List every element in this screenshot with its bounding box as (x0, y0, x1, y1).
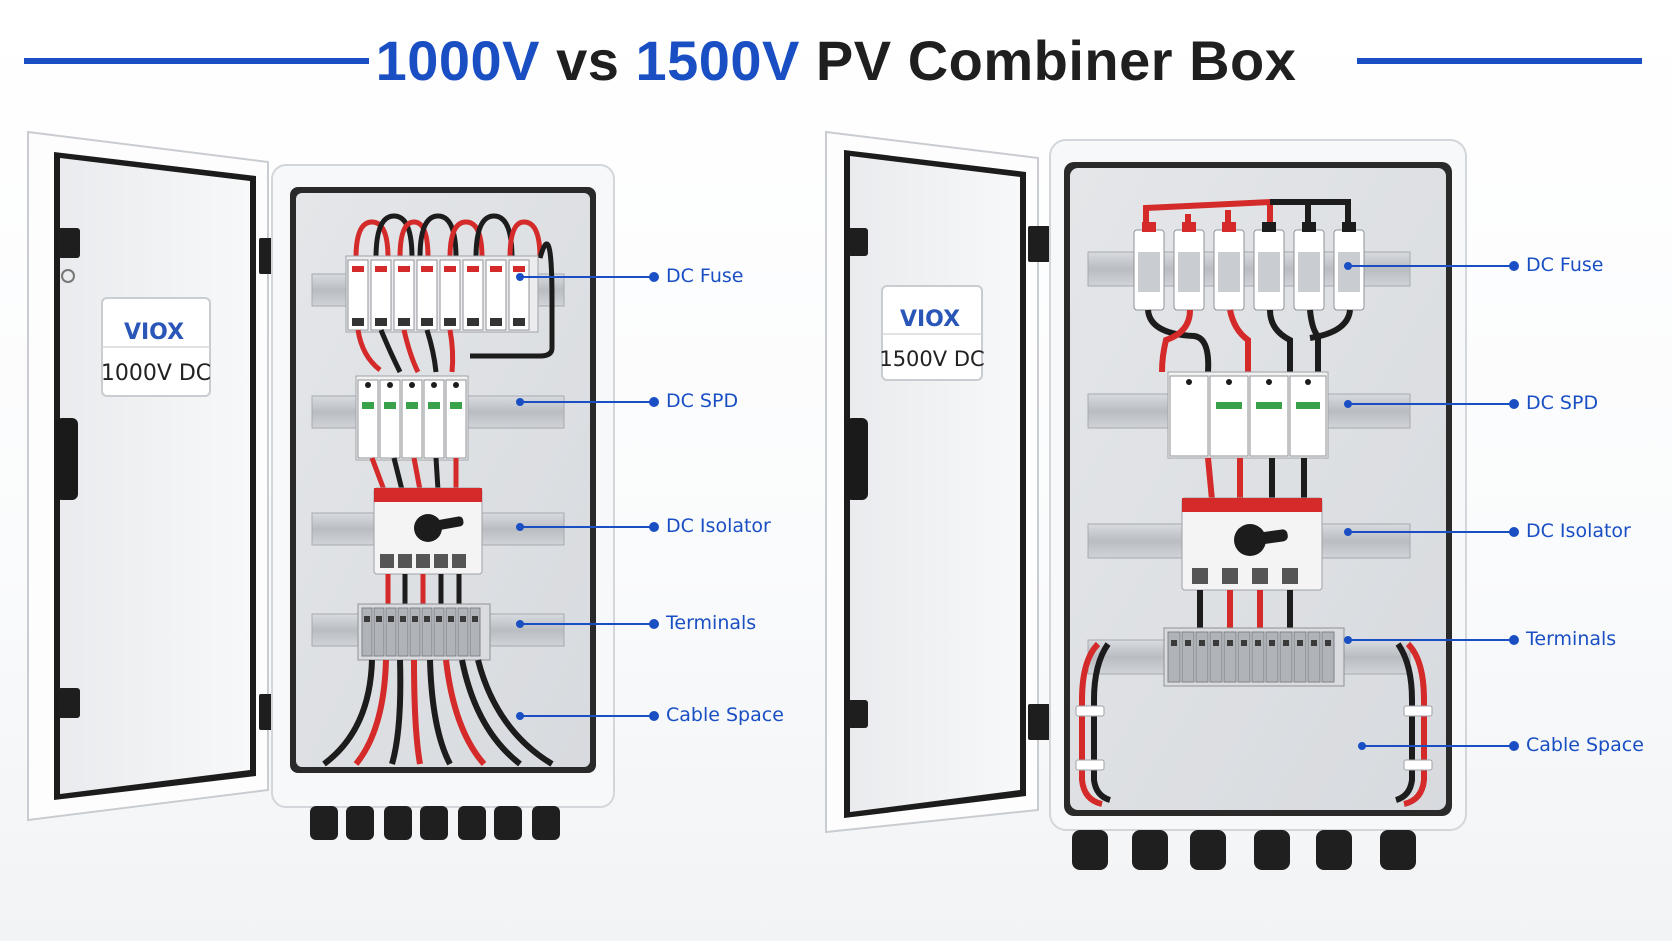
right-cable-space (1079, 641, 1427, 807)
right-dc-fuses (1133, 222, 1365, 311)
right-enclosure: VIOX 1500V DC (825, 130, 1467, 870)
right-dc-spd (1167, 371, 1329, 459)
title-voltage-2: 1500V (635, 29, 800, 92)
right-brand-logo: VIOX (900, 307, 960, 332)
right-door: VIOX 1500V DC (825, 130, 1050, 834)
title-rest: PV Combiner Box (799, 29, 1297, 92)
left-terminals (357, 603, 491, 661)
left-callout-dc-spd: DC SPD (666, 390, 739, 412)
left-cable-space (322, 659, 554, 767)
left-dc-fuses (345, 255, 539, 333)
title-line-right (1357, 58, 1642, 64)
callout-leaders (516, 261, 1519, 751)
title-bar: 1000V vs 1500V PV Combiner Box (0, 18, 1672, 108)
right-terminals (1163, 627, 1345, 687)
right-callout-terminals: Terminals (1526, 628, 1617, 650)
left-cable-glands (310, 806, 560, 840)
left-callout-cable-space: Cable Space (666, 704, 784, 726)
right-callout-dc-spd: DC SPD (1526, 392, 1599, 414)
right-cable-glands (1072, 830, 1416, 870)
left-voltage-label: 1000V DC (101, 361, 211, 386)
title-voltage-1: 1000V (375, 29, 541, 92)
right-callout-cable-space: Cable Space (1526, 734, 1644, 756)
left-dc-isolator (373, 487, 483, 575)
left-door: VIOX 1000V DC (27, 130, 283, 822)
left-callout-dc-isolator: DC Isolator (666, 515, 771, 537)
right-voltage-label: 1500V DC (879, 347, 984, 371)
right-dc-isolator (1181, 497, 1323, 591)
left-brand-logo: VIOX (124, 320, 184, 345)
left-callout-dc-fuse: DC Fuse (666, 265, 744, 287)
right-nameplate (881, 285, 983, 381)
left-box-body (271, 164, 615, 840)
right-box-body (1049, 139, 1467, 870)
right-callout-dc-fuse: DC Fuse (1526, 254, 1604, 276)
left-dc-spd (355, 375, 469, 461)
right-callout-dc-isolator: DC Isolator (1526, 520, 1631, 542)
title-line-left (24, 58, 369, 64)
title-vs: vs (540, 29, 636, 92)
page-title: 1000V vs 1500V PV Combiner Box (0, 28, 1672, 93)
left-callout-terminals: Terminals (666, 612, 757, 634)
left-enclosure: VIOX 1000V DC (27, 130, 615, 840)
